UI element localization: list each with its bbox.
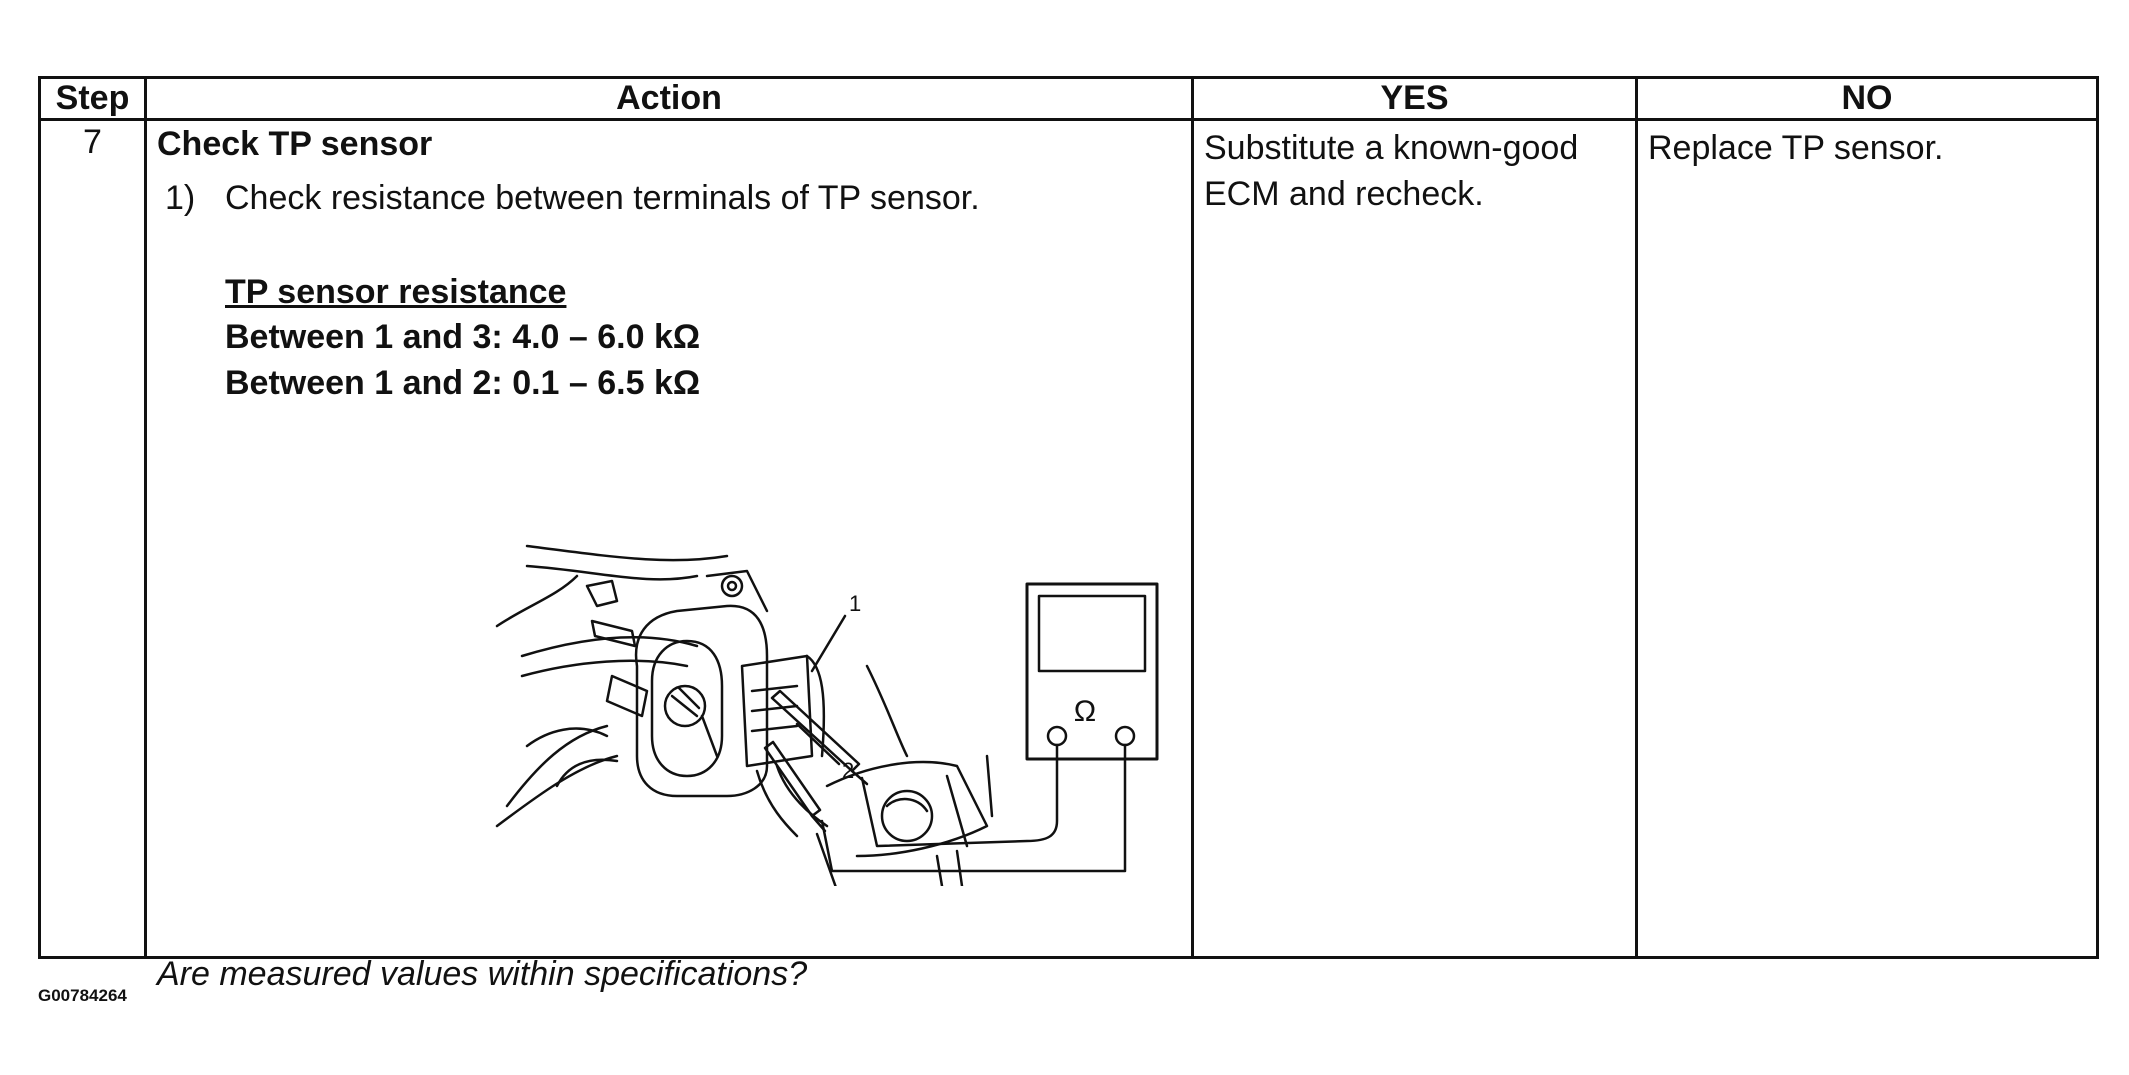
spec-title: TP sensor resistance [225, 273, 567, 311]
item-number: 1) [165, 179, 196, 217]
callout-1: 1 [849, 591, 861, 616]
question-text: Are measured values within specification… [157, 955, 808, 993]
no-cell: Replace TP sensor. [1635, 118, 2099, 959]
table-header-row: Step Action YES NO [38, 76, 2099, 121]
tp-sensor-ohmmeter-diagram: Ω 1 2 3 [495, 544, 1159, 886]
callout-2: 2 [842, 758, 854, 783]
spec-line-1-2: Between 1 and 2: 0.1 – 6.5 kΩ [225, 364, 701, 402]
header-step: Step [38, 76, 147, 121]
action-title: Check TP sensor [157, 125, 433, 163]
yes-cell: Substitute a known-good ECM and recheck. [1191, 118, 1638, 959]
diagnostic-table: Step Action YES NO 7 Check TP sensor 1) … [38, 76, 2099, 993]
action-cell: Check TP sensor 1) Check resistance betw… [144, 118, 1194, 993]
table-row: 7 Check TP sensor 1) Check resistance be… [38, 118, 2099, 993]
ohm-symbol: Ω [1074, 695, 1096, 728]
item-text: Check resistance between terminals of TP… [225, 179, 980, 217]
document-code: G00784264 [38, 986, 127, 1005]
header-action: Action [144, 76, 1194, 121]
step-number: 7 [38, 118, 147, 959]
spec-line-1-3: Between 1 and 3: 4.0 – 6.0 kΩ [225, 318, 701, 356]
header-no: NO [1635, 76, 2099, 121]
action-step-item: 1) Check resistance between terminals of… [165, 179, 980, 218]
header-yes: YES [1191, 76, 1638, 121]
